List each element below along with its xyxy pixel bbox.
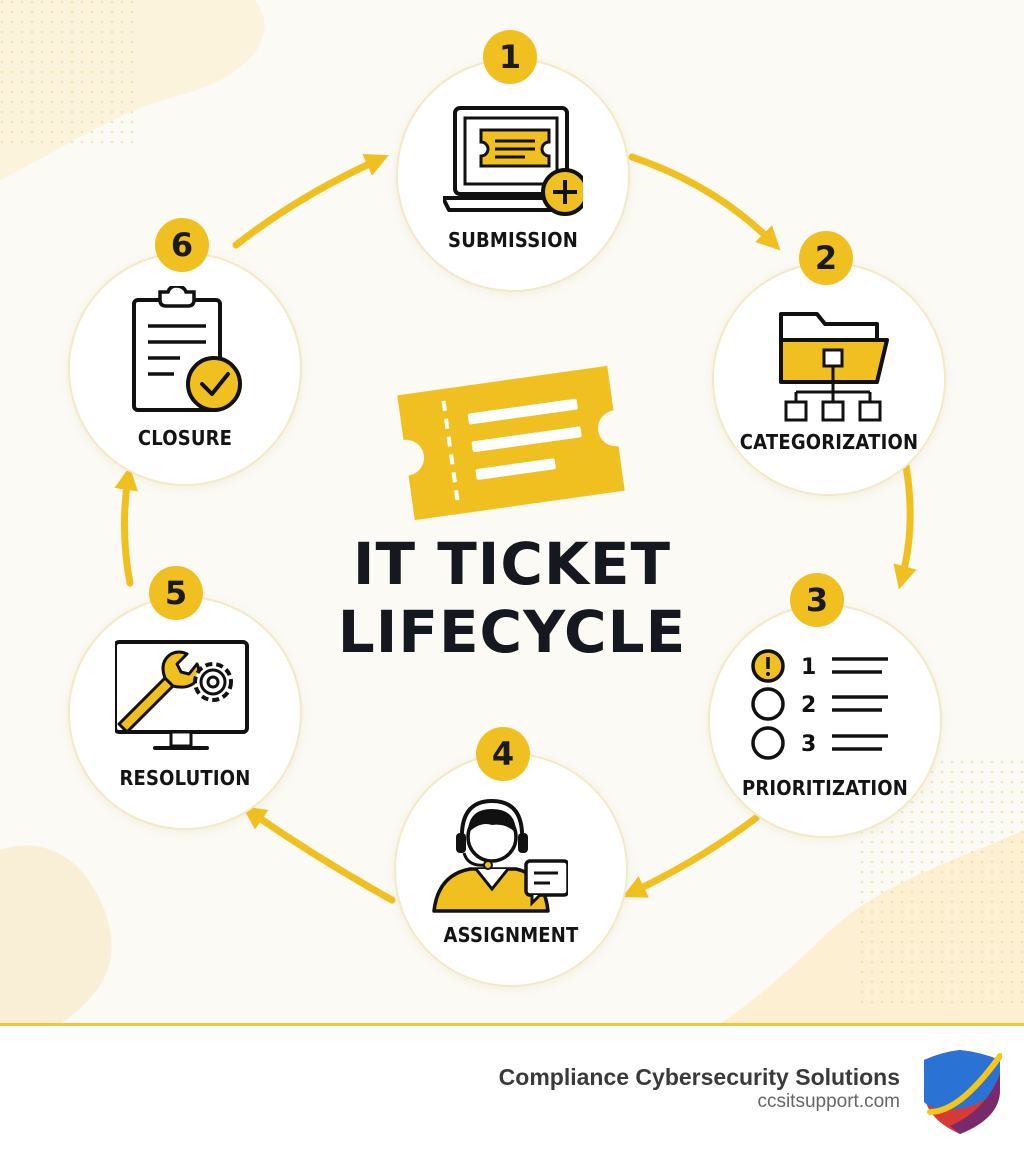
step-label-categorization: CATEGORIZATION [739,430,919,454]
priority-number-1: 1 [801,655,816,680]
support-agent-icon [432,798,568,913]
laptop-ticket-plus-icon [443,106,583,216]
arrow-4-to-5 [242,806,396,904]
arrow-6-to-1 [232,154,389,249]
folder-hierarchy-icon [779,312,889,422]
ticket-icon [397,365,625,521]
priority-list-icon: 1 2 3 [751,649,888,760]
step-categorization: CATEGORIZATION [712,262,946,496]
step-assignment: ASSIGNMENT [394,753,628,987]
company-website: ccsitsupport.com [757,1091,900,1112]
title-line-2: LIFECYCLE [337,598,687,666]
step-label-submission: SUBMISSION [448,228,578,252]
arrow-5-to-6 [114,466,138,587]
arrow-3-to-4 [622,814,760,898]
step-label-prioritization: PRIORITIZATION [741,776,909,800]
footer-divider [0,1023,1024,1026]
priority-number-3: 3 [801,732,816,757]
clipboard-check-icon [132,286,242,412]
step-label-closure: CLOSURE [137,426,233,450]
step-number-badge-6: 6 [155,218,209,272]
step-number-badge-3: 3 [790,573,844,627]
cycle-arrows [114,153,917,904]
step-number-badge-5: 5 [149,566,203,620]
background-decoration [0,0,1024,1024]
step-resolution: RESOLUTION [68,596,302,830]
arrow-2-to-3 [893,462,917,590]
step-prioritization: 1 2 3 PRIORITIZATION [708,604,942,838]
arrow-1-to-2 [628,153,781,251]
diagram-title: IT TICKET LIFECYCLE [312,530,712,666]
title-line-1: IT TICKET [352,530,672,598]
step-submission: SUBMISSION [396,58,630,292]
priority-number-2: 2 [801,693,816,718]
shield-logo [924,1050,1002,1134]
step-number-badge-4: 4 [476,727,530,781]
monitor-wrench-gear-icon [115,640,249,750]
step-label-assignment: ASSIGNMENT [443,923,579,947]
step-label-resolution: RESOLUTION [119,766,251,790]
step-number-badge-2: 2 [799,231,853,285]
footer [0,1026,1024,1154]
step-number-badge-1: 1 [483,30,537,84]
step-closure: CLOSURE [68,252,302,486]
company-name: Compliance Cybersecurity Solutions [498,1064,900,1090]
